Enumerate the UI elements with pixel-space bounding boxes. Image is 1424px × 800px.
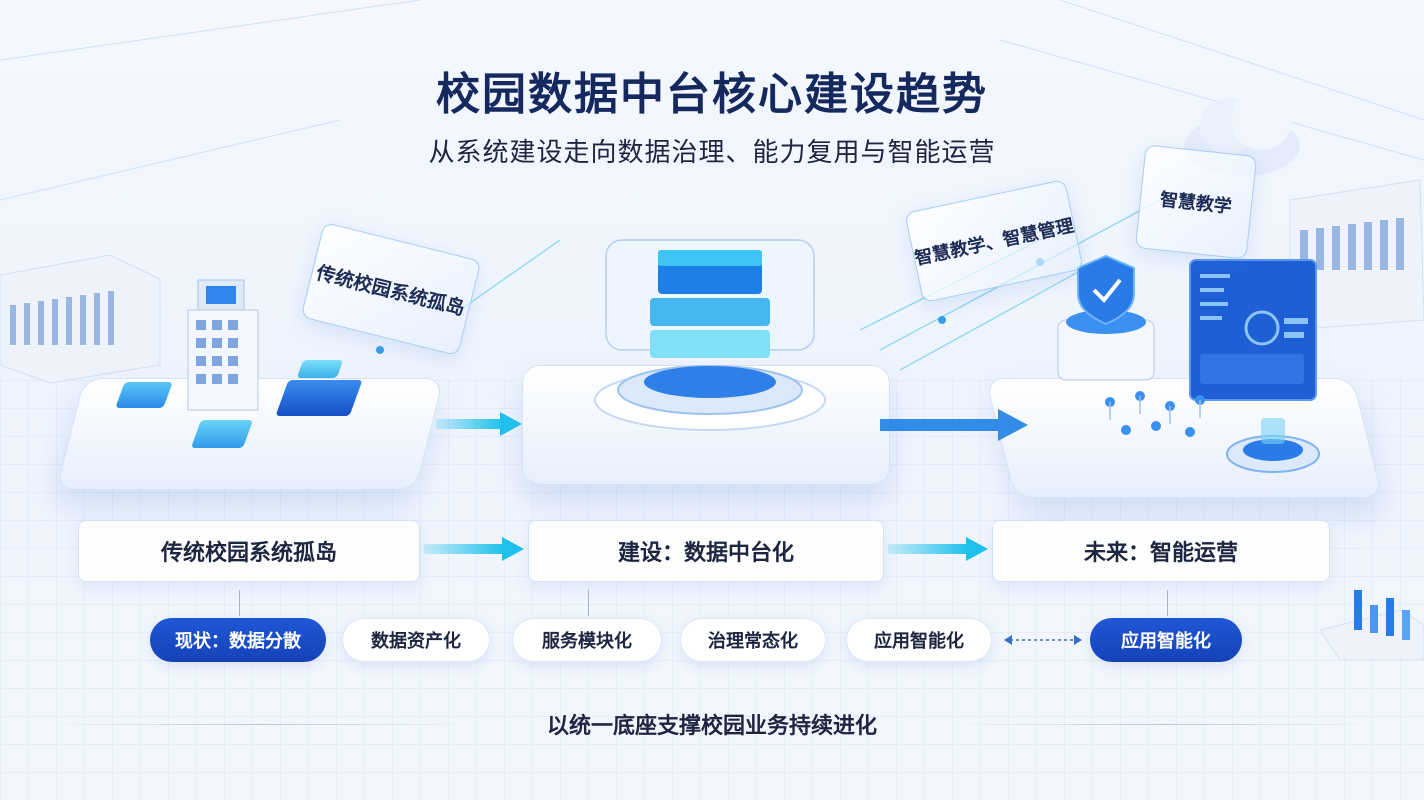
pill-service-modularization: 服务模块化 xyxy=(512,618,662,662)
data-block-icon xyxy=(296,360,344,378)
flow-arrow-upper-right xyxy=(880,409,1028,441)
pill-app-intelligence-highlight: 应用智能化 xyxy=(1090,618,1242,662)
stage-legacy: 传统校园系统孤岛 xyxy=(78,520,420,582)
footer-tagline: 以统一底座支撑校园业务持续进化 xyxy=(546,714,877,739)
footer-divider-left xyxy=(40,724,480,725)
data-ring-icon xyxy=(1226,418,1320,473)
data-block-icon xyxy=(115,382,173,408)
office-tower-icon xyxy=(187,279,259,411)
page-title: 校园数据中台核心建设趋势 xyxy=(436,69,988,120)
connector-line xyxy=(1167,590,1168,616)
sensor-nodes-icon xyxy=(1105,391,1205,437)
dashboard-screen-icon xyxy=(1189,259,1317,401)
pill-data-assetization: 数据资产化 xyxy=(342,618,490,662)
cloud-icon xyxy=(1184,90,1300,176)
dotted-arrow-icon xyxy=(1004,635,1082,645)
flow-arrow-stage-2-3 xyxy=(888,537,988,561)
connector-line xyxy=(239,590,240,616)
pill-app-intelligence: 应用智能化 xyxy=(846,618,992,662)
floating-label-smart-teaching: 智慧教学 xyxy=(1134,144,1258,260)
bar-cluster-icon xyxy=(1320,590,1424,660)
footer-divider-right xyxy=(944,724,1384,725)
campus-building-left-icon xyxy=(0,255,161,384)
flow-arrow-stage-1-2 xyxy=(424,537,524,561)
data-block-icon xyxy=(190,420,254,448)
connector-line xyxy=(588,590,589,616)
security-shield-icon xyxy=(1057,254,1155,381)
flow-arrow-upper-left xyxy=(436,412,522,436)
campus-building-right-icon xyxy=(1289,179,1424,331)
stage-future: 未来：智能运营 xyxy=(992,520,1330,582)
pill-governance-normalization: 治理常态化 xyxy=(680,618,826,662)
page-subtitle: 从系统建设走向数据治理、能力复用与智能运营 xyxy=(428,138,996,168)
pill-status-scattered: 现状：数据分散 xyxy=(150,618,326,662)
stage-build: 建设：数据中台化 xyxy=(528,520,884,582)
server-block-icon xyxy=(275,380,363,416)
data-hub-icon xyxy=(594,239,826,431)
